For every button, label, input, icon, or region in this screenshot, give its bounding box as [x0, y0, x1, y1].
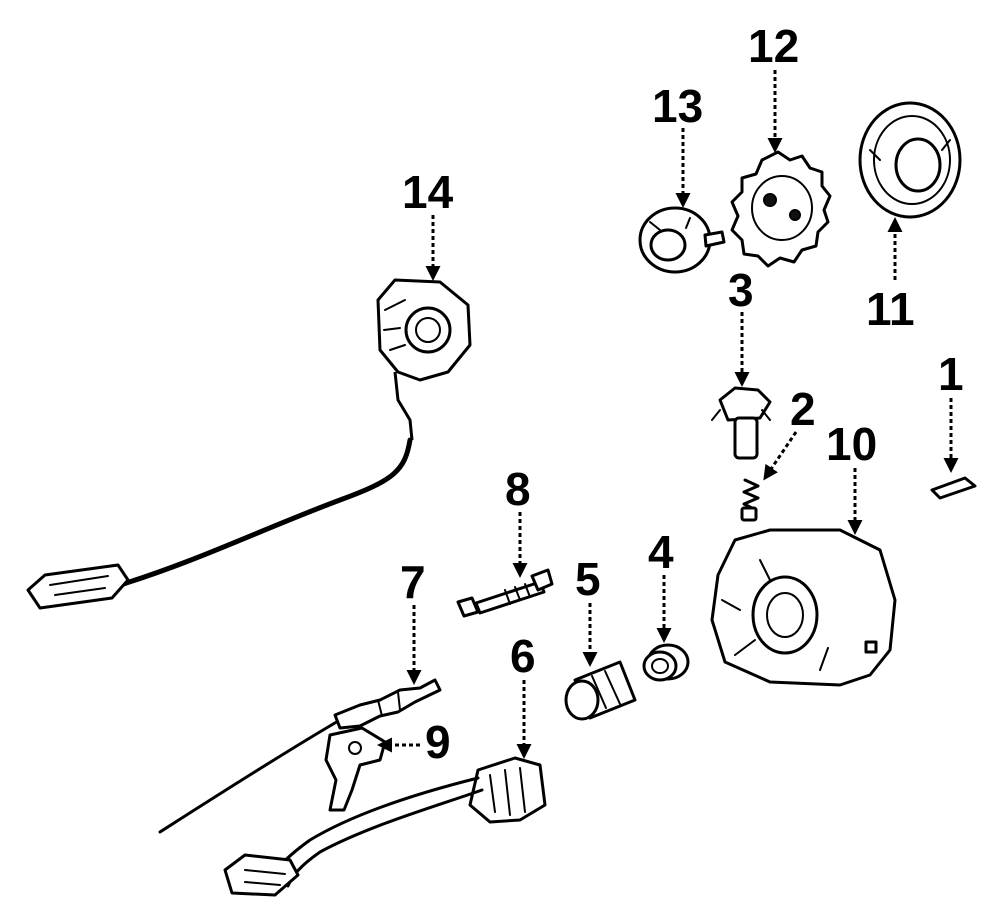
- callout-11: 11: [866, 217, 915, 335]
- callout-5: 5: [575, 553, 601, 667]
- callout-3-label: 3: [728, 264, 754, 316]
- callout-11-label: 11: [866, 283, 915, 335]
- callout-1-label: 1: [938, 348, 964, 400]
- callout-2: 2: [763, 383, 816, 481]
- part-3-actuator: [711, 386, 772, 460]
- part-14-switch-cable-assembly: [26, 278, 472, 610]
- part-1-clip: [930, 476, 977, 500]
- callout-8-label: 8: [505, 463, 531, 515]
- callout-2-label: 2: [790, 383, 816, 435]
- part-9-bracket: [324, 726, 387, 812]
- callout-7-label: 7: [400, 556, 426, 608]
- part-7-lever-rod: [158, 678, 442, 834]
- callout-3: 3: [728, 264, 754, 387]
- callout-10-label: 10: [826, 418, 877, 470]
- callout-14: 14: [402, 166, 454, 281]
- callout-4-label: 4: [648, 526, 674, 578]
- callout-12-label: 12: [748, 20, 799, 72]
- callout-13-label: 13: [652, 80, 703, 132]
- part-6-switch-harness: [223, 756, 547, 897]
- callout-6: 6: [510, 630, 536, 759]
- part-13-hub: [638, 206, 726, 274]
- callout-10: 10: [826, 418, 877, 535]
- callout-5-label: 5: [575, 553, 601, 605]
- callout-9: 9: [377, 716, 451, 768]
- part-2-spring: [740, 478, 760, 522]
- part-5-lock-cylinder: [564, 660, 637, 721]
- callout-9-label: 9: [425, 716, 451, 768]
- callout-1: 1: [938, 348, 964, 473]
- callout-13: 13: [652, 80, 703, 208]
- part-11-horn-pad: [858, 101, 962, 219]
- callout-6-label: 6: [510, 630, 536, 682]
- part-10-column-housing: [710, 528, 897, 687]
- part-8-bolt: [456, 568, 554, 618]
- callout-12: 12: [748, 20, 799, 153]
- part-12-toothed-wheel: [730, 150, 832, 268]
- callout-14-label: 14: [402, 166, 454, 218]
- callout-8: 8: [505, 463, 531, 578]
- part-4-bushing: [642, 643, 690, 682]
- callout-4: 4: [648, 526, 674, 643]
- callout-7: 7: [400, 556, 426, 685]
